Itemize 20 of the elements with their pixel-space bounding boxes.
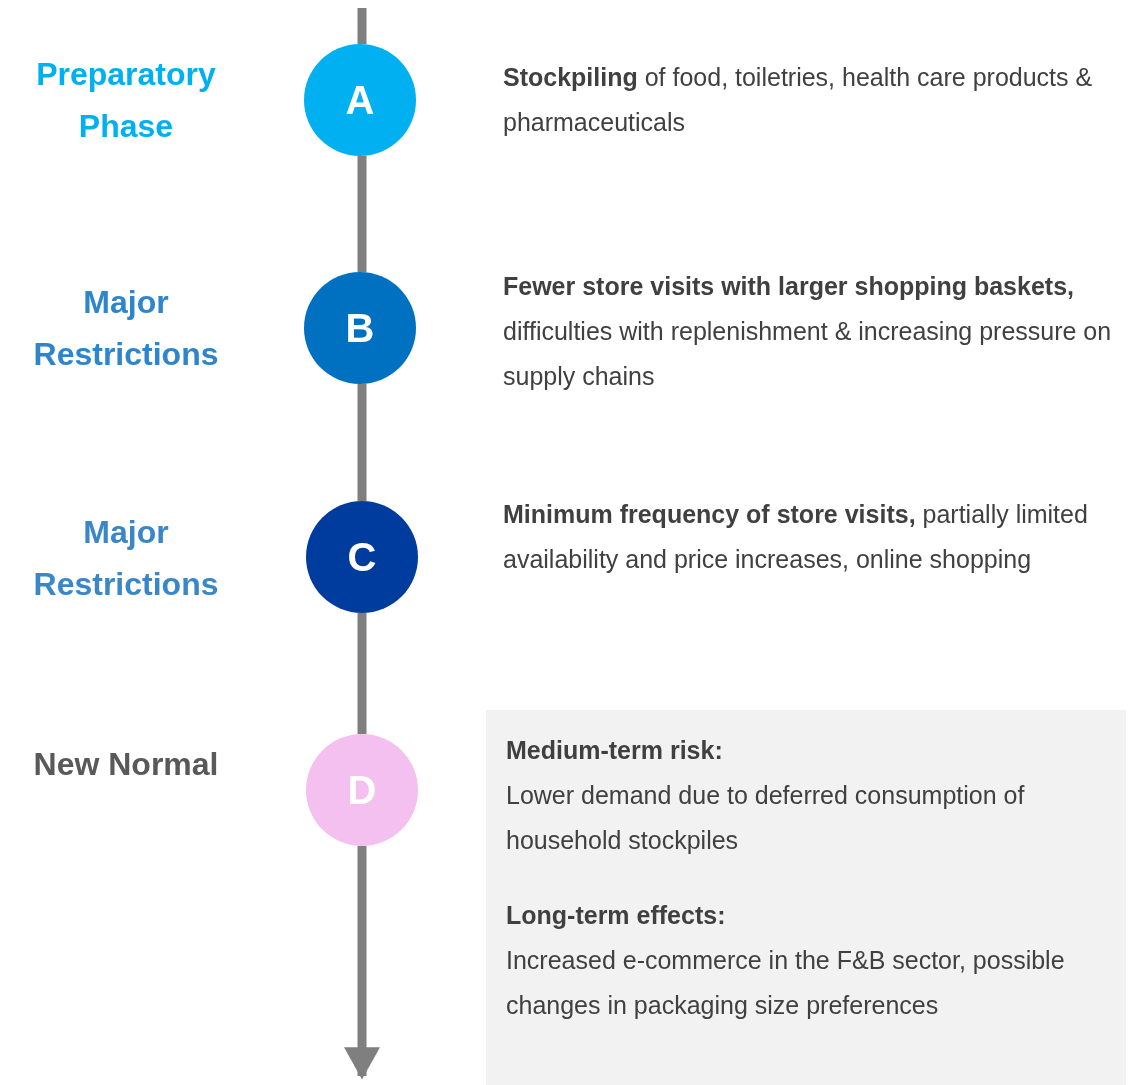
timeline-line [357,613,367,734]
phase-description: Fewer store visits with larger shopping baskets, difficulties with replenishment & increasing pressure on supply chains [503,271,1113,392]
panel-text: Increased e-commerce in the F&B sector, possible changes in packaging size preferences [506,945,1066,1021]
phase-letter: D [347,767,377,813]
timeline-line [357,156,367,272]
phase-letter: C [347,534,377,580]
timeline-arrow [344,846,380,1080]
panel-heading: Medium-term risk: [506,735,724,766]
phase-label: Major Restrictions [32,283,220,374]
timeline-line [357,384,367,501]
phase-label: Major Restrictions [32,513,220,604]
panel-text: Lower demand due to deferred consumption of household stockpiles [506,780,1026,856]
phase-description: Stockpiling of food, toiletries, health care products & pharmaceuticals [503,62,1094,138]
phase-letter: A [345,77,375,123]
phase-label: Preparatory Phase [35,55,217,146]
phase-letter: B [345,305,375,351]
timeline-line [357,8,367,44]
panel-heading: Long-term effects: [506,900,727,931]
phase-description: Minimum frequency of store visits, partially limited availability and price increases, online shopping [503,499,1089,575]
phase-label: New Normal [32,745,220,784]
